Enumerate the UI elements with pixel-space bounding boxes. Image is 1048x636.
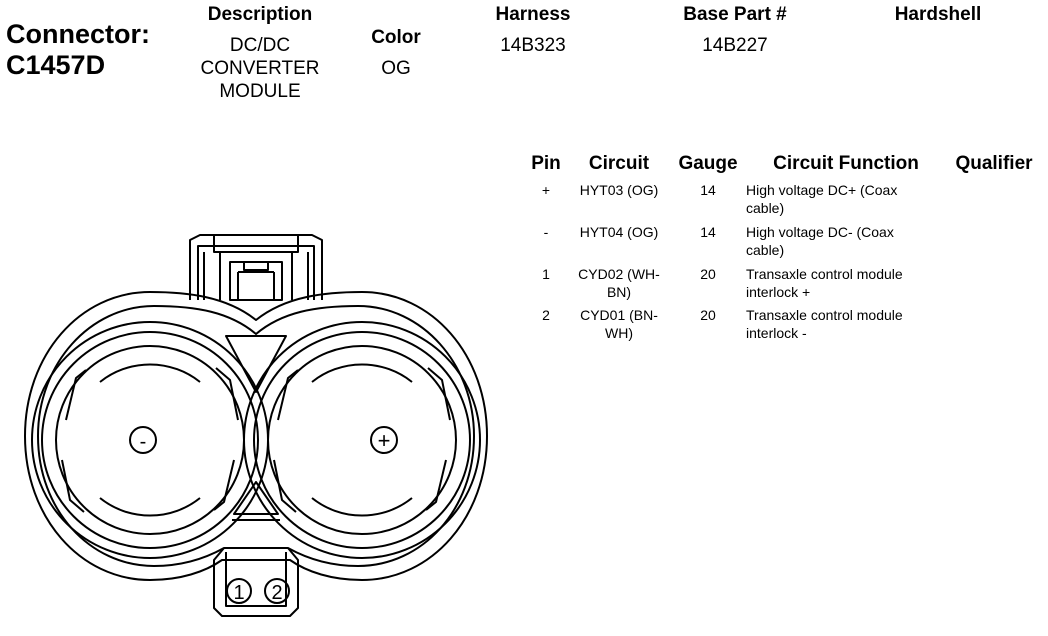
description-line2: CONVERTER — [200, 58, 320, 79]
pin-2-label: 2 — [271, 582, 282, 604]
harness-value: 14B323 — [500, 35, 566, 56]
base-part-header: Base Part # — [683, 4, 787, 25]
connector-inner-shell — [37, 305, 475, 567]
description-header: Description — [207, 4, 313, 25]
table-row-function-cont: interlock + — [746, 284, 811, 300]
table-row-function-cont: cable) — [746, 200, 785, 216]
circuit-column-header: Circuit — [588, 153, 650, 174]
latch-housing — [189, 234, 323, 301]
connector-label: Connector: — [6, 19, 150, 49]
table-row-function: High voltage DC- (Coax — [746, 224, 894, 240]
description-line3: MODULE — [219, 81, 301, 102]
interlock-tab — [213, 547, 299, 617]
pin-column-header: Pin — [531, 153, 561, 174]
connector-outer-shell — [24, 291, 488, 581]
table-row-circuit-cont: WH) — [605, 325, 633, 341]
table-row-function-cont: interlock - — [746, 325, 807, 341]
key-triangle-top — [225, 335, 287, 393]
table-row-gauge: 20 — [700, 266, 716, 282]
table-row-circuit-cont: BN) — [606, 284, 632, 300]
description-line1: DC/DC — [229, 35, 291, 56]
table-row-circuit: HYT04 (OG) — [579, 224, 659, 240]
harness-header: Harness — [495, 4, 571, 25]
table-row-circuit: CYD01 (BN- — [580, 307, 658, 323]
pin-1-label: 1 — [233, 582, 244, 604]
table-row-function: High voltage DC+ (Coax — [746, 182, 898, 198]
gauge-column-header: Gauge — [678, 153, 738, 174]
color-header: Color — [371, 27, 421, 48]
table-row-pin: 2 — [542, 307, 550, 323]
table-row-pin: - — [543, 224, 549, 240]
table-row-pin: + — [541, 182, 551, 198]
connector-id: C1457D — [6, 50, 106, 80]
key-triangle-bottom — [233, 481, 279, 515]
table-row-function-cont: cable) — [746, 242, 785, 258]
table-row-function: Transaxle control module — [746, 307, 903, 323]
positive-cavity — [243, 321, 481, 559]
table-row-circuit: HYT03 (OG) — [579, 182, 659, 198]
pin-plus-marker — [370, 426, 398, 454]
pin-plus-label: + — [378, 428, 391, 453]
hardshell-header: Hardshell — [894, 4, 982, 25]
table-row-circuit: CYD02 (WH- — [578, 266, 660, 282]
table-row-gauge: 14 — [700, 182, 716, 198]
table-row-function: Transaxle control module — [746, 266, 903, 282]
table-row-gauge: 20 — [700, 307, 716, 323]
pin-minus-marker — [129, 426, 157, 454]
table-row-pin: 1 — [542, 266, 550, 282]
color-value: OG — [381, 58, 411, 79]
qualifier-column-header: Qualifier — [955, 153, 1033, 174]
base-part-value: 14B227 — [702, 35, 768, 56]
table-row-gauge: 14 — [700, 224, 716, 240]
function-column-header: Circuit Function — [773, 153, 919, 174]
pin-minus-label: - — [140, 431, 147, 453]
